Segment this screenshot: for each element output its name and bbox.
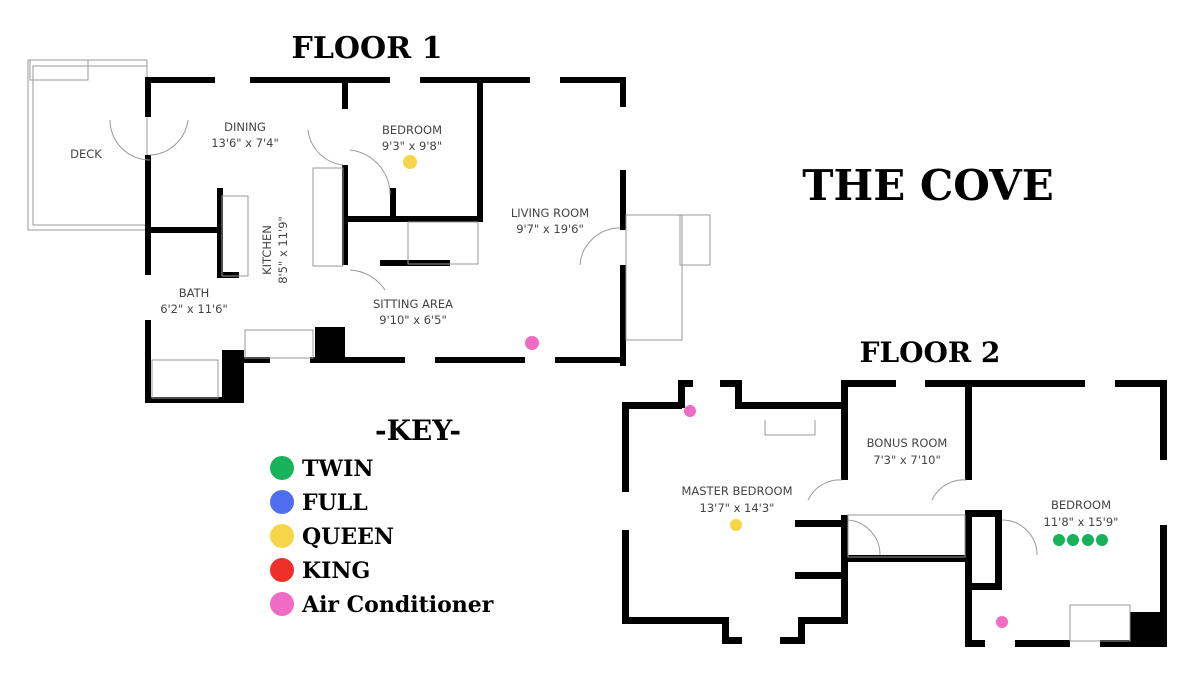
- legend-label-full: FULL: [302, 490, 368, 516]
- floor2-labels: MASTER BEDROOM 13'7" x 14'3" BONUS ROOM …: [681, 436, 1118, 529]
- legend-title: -KEY-: [375, 414, 461, 447]
- legend-label-king: KING: [302, 558, 370, 584]
- room-label-living-room: LIVING ROOM: [511, 206, 589, 220]
- room-label-deck: DECK: [70, 147, 102, 161]
- room-size-living-room: 9'7" x 19'6": [516, 222, 584, 236]
- twin-bed-marker: [1067, 534, 1079, 546]
- room-label-dining: DINING: [224, 120, 266, 134]
- queen-bed-marker: [403, 155, 417, 169]
- room-label-master-bedroom: MASTER BEDROOM: [681, 484, 792, 498]
- floor2-plan: [622, 380, 1167, 647]
- deck-outline: [27, 59, 148, 231]
- room-label-sitting-area: SITTING AREA: [373, 297, 453, 311]
- legend-label-twin: TWIN: [302, 456, 373, 482]
- queen-bed-marker: [730, 519, 742, 531]
- floor2-title: FLOOR 2: [860, 336, 1001, 369]
- room-size-master-bedroom: 13'7" x 14'3": [700, 501, 775, 515]
- floor1-labels: DECK DINING 13'6" x 7'4" BEDROOM 9'3" x …: [70, 120, 589, 327]
- room-label-bedroom-2: BEDROOM: [1051, 498, 1111, 512]
- twin-bed-marker: [1053, 534, 1065, 546]
- room-size-bonus-room: 7'3" x 7'10": [873, 453, 941, 467]
- legend-swatch-air-conditioner: [270, 592, 294, 616]
- markers: [403, 155, 1108, 628]
- legend: -KEY- TWIN FULL QUEEN KING Air Condition…: [270, 414, 494, 618]
- room-size-bedroom: 9'3" x 9'8": [382, 139, 442, 153]
- room-size-kitchen: 8'5" x 11'9": [276, 216, 290, 284]
- twin-bed-marker: [1096, 534, 1108, 546]
- floor1-plan: [27, 59, 711, 403]
- air-conditioner-marker: [684, 405, 696, 417]
- room-label-bedroom: BEDROOM: [382, 123, 442, 137]
- air-conditioner-marker: [525, 336, 539, 350]
- air-conditioner-marker: [996, 616, 1008, 628]
- floor1-title: FLOOR 1: [292, 31, 443, 66]
- legend-swatch-full: [270, 490, 294, 514]
- legend-swatch-king: [270, 558, 294, 582]
- room-label-bonus-room: BONUS ROOM: [867, 436, 948, 450]
- room-size-sitting-area: 9'10" x 6'5": [379, 313, 447, 327]
- legend-swatch-queen: [270, 524, 294, 548]
- room-size-bedroom-2: 11'8" x 15'9": [1044, 515, 1119, 529]
- legend-swatch-twin: [270, 456, 294, 480]
- room-size-bath: 6'2" x 11'6": [160, 302, 228, 316]
- legend-label-air-conditioner: Air Conditioner: [301, 592, 494, 618]
- room-size-dining: 13'6" x 7'4": [211, 136, 279, 150]
- legend-label-queen: QUEEN: [302, 524, 394, 550]
- room-label-bath: BATH: [179, 286, 210, 300]
- twin-bed-marker: [1082, 534, 1094, 546]
- page-title: THE COVE: [802, 161, 1053, 210]
- room-label-kitchen: KITCHEN: [260, 225, 274, 275]
